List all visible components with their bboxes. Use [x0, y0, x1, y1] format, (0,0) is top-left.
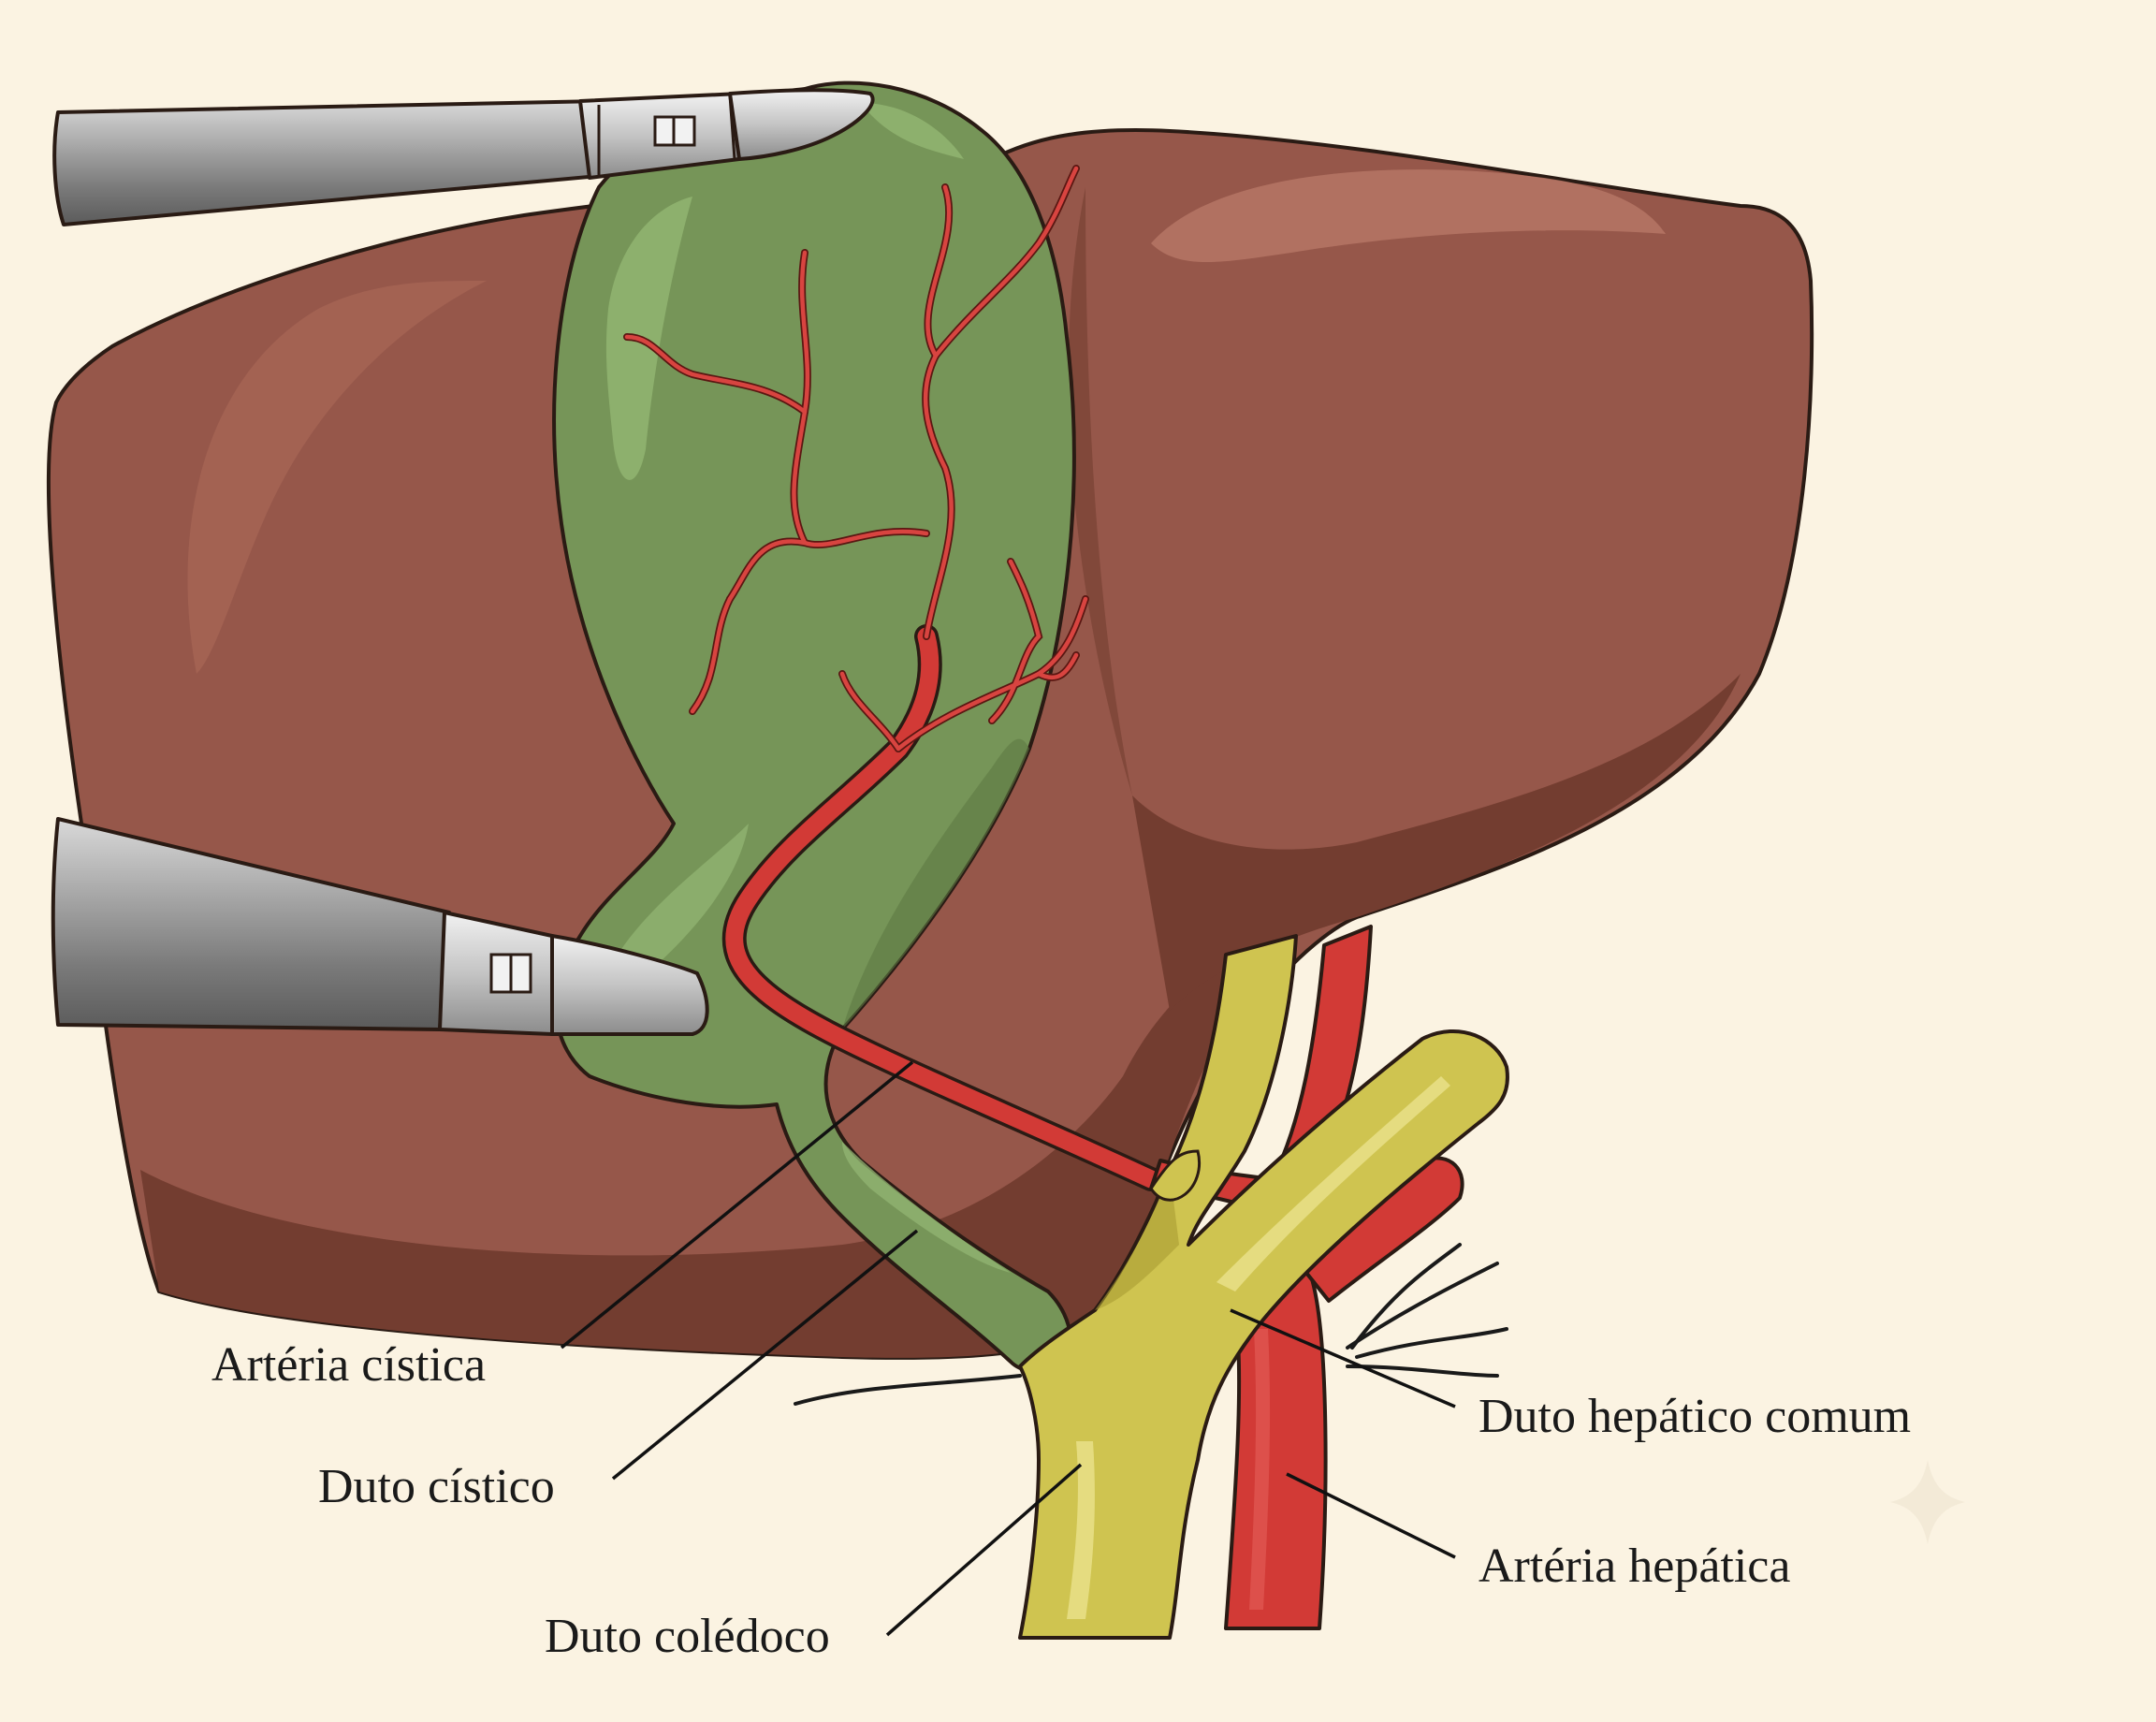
sparkle-icon [1890, 1460, 1965, 1544]
label-duto-hepatico-comum: Duto hepático comum [1479, 1390, 1911, 1443]
leader-duto-hepatico-comum [1230, 1308, 1456, 1408]
leader-duto-coledoco [885, 1463, 1083, 1637]
label-duto-coledoco: Duto colédoco [545, 1610, 830, 1663]
bile-ducts [1018, 934, 1509, 1640]
cystic-artery [623, 165, 1163, 1191]
leader-arteria-cistica [560, 1060, 914, 1350]
connective-tissue [794, 1243, 1508, 1406]
gallbladder [552, 80, 1076, 1374]
leader-duto-cistico [611, 1229, 919, 1481]
laparoscopic-grasper-lower [51, 817, 709, 1036]
leader-arteria-hepatica [1286, 1472, 1456, 1559]
laparoscopic-grasper-upper [52, 88, 875, 226]
label-arteria-cistica: Artéria cística [211, 1338, 486, 1392]
label-arteria-hepatica: Artéria hepática [1479, 1540, 1790, 1593]
leader-lines [560, 1060, 1456, 1637]
label-duto-cistico: Duto cístico [318, 1460, 555, 1513]
